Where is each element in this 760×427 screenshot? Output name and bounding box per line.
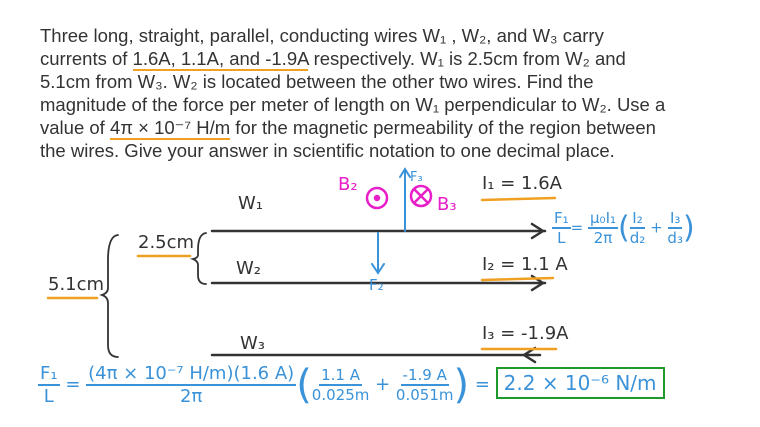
arrow-left-icon [521, 346, 537, 364]
question-line: the wires. Give your answer in scientifi… [40, 140, 615, 161]
f2-label: F₂ [369, 276, 384, 294]
answer-box: 2.2 × 10⁻⁶ N/m [495, 367, 665, 399]
text: I₂ [630, 209, 645, 229]
text: value of [40, 117, 110, 138]
f3-label: F₃ [410, 170, 423, 185]
distance-13-label: 5.1cm [48, 274, 105, 295]
current-3-label: I₃ = -1.9A [482, 323, 569, 344]
text: -1.9 A [400, 366, 449, 386]
b3-label: B₃ [437, 194, 457, 215]
question-line: 5.1cm from W₃. W₂ is located between the… [40, 71, 594, 92]
text: (4π × 10⁻⁷ H/m)(1.6 A) [86, 363, 297, 386]
distance-12-label: 2.5cm [138, 232, 195, 253]
text: d₂ [629, 229, 646, 247]
text: = [474, 374, 490, 395]
current-2-label: I₂ = 1.1 A [482, 254, 568, 275]
text: = [65, 374, 81, 395]
text: L [557, 229, 566, 247]
text: respectively. W₁ is 2.5cm from W₂ and [308, 48, 626, 69]
question-line: magnitude of the force per meter of leng… [40, 94, 666, 115]
wire-3-label: W₃ [240, 333, 266, 354]
question-text: Three long, straight, parallel, conducti… [40, 24, 740, 162]
text: 2π [180, 386, 203, 407]
wire-1-label: W₁ [238, 193, 264, 214]
text: d₃ [667, 229, 683, 247]
text: 0.051m [395, 386, 454, 404]
text: + [650, 218, 663, 237]
question-line: currents of 1.6A, 1.1A, and -1.9A respec… [40, 47, 740, 71]
text: F₁ [38, 363, 60, 386]
text: = [570, 218, 584, 237]
text: 1.1 A [319, 366, 363, 386]
b2-label: B₂ [338, 174, 358, 195]
text: + [375, 374, 391, 395]
current-1-label: I₁ = 1.6A [482, 173, 562, 194]
question-line: value of 4π × 10⁻⁷ H/m for the magnetic … [40, 116, 740, 140]
currents-highlight: 1.6A, 1.1A, and -1.9A [132, 48, 309, 71]
brace-icon [189, 232, 207, 285]
text: currents of [40, 48, 133, 69]
text: for the magnetic permeability of the reg… [230, 117, 656, 138]
field-into-page-icon [409, 184, 433, 208]
wire-2-label: W₂ [236, 258, 262, 279]
text: F₁ [552, 209, 571, 229]
text: L [43, 386, 54, 407]
text: 2π [593, 229, 613, 247]
text: 0.025m [311, 386, 370, 404]
text: I₃ [667, 209, 683, 229]
text: μ₀I₁ [588, 209, 619, 229]
arrow-right-icon [530, 222, 546, 240]
field-out-of-page-icon [365, 186, 389, 210]
permeability-highlight: 4π × 10⁻⁷ H/m [109, 117, 231, 140]
brace-icon [99, 234, 119, 358]
question-line: Three long, straight, parallel, conducti… [40, 25, 604, 46]
